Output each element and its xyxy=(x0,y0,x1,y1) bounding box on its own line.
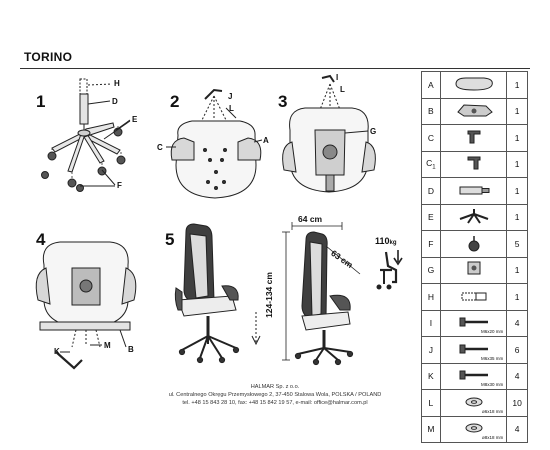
bolt-icon: M6x35 mm xyxy=(439,336,508,364)
part-code: H xyxy=(421,283,441,311)
gas-cover-icon xyxy=(439,283,508,311)
part-quantity: 4 xyxy=(506,415,528,443)
part-size-caption: M8x30 mm xyxy=(480,382,504,387)
width-dimension: 64 cm xyxy=(298,214,323,224)
title-divider xyxy=(20,68,530,69)
part-code: B xyxy=(421,97,441,125)
gas-lift-icon xyxy=(439,177,508,205)
step-1-drawing xyxy=(41,78,131,192)
callout-g: G xyxy=(370,127,377,136)
footer-contact: tel. +48 15 843 28 10, fax: +48 15 842 1… xyxy=(182,400,368,406)
part-code: E xyxy=(421,203,441,231)
washer-icon: ø8x18 mm xyxy=(439,415,508,443)
bolt-icon: M6x20 mm xyxy=(439,309,508,337)
part-size-caption: M6x20 mm xyxy=(480,329,504,334)
callout-b: B xyxy=(128,345,134,354)
callout-l-step3: L xyxy=(340,85,345,94)
callout-c: C xyxy=(157,143,163,152)
part-code: M xyxy=(421,415,441,443)
load-value: 110 xyxy=(375,236,390,246)
step-number-4: 4 xyxy=(36,230,46,249)
bolt-icon: M8x30 mm xyxy=(439,362,508,390)
step-number-2: 2 xyxy=(170,92,180,111)
load-pictogram xyxy=(376,250,403,290)
callout-j: J xyxy=(228,92,233,101)
step-4-drawing xyxy=(35,241,137,370)
part-code: C xyxy=(421,124,441,152)
part-quantity: 1 xyxy=(506,283,528,311)
step-number-1: 1 xyxy=(36,92,46,111)
part-size-caption: ø8x18 mm xyxy=(481,435,504,440)
callout-l-step2: L xyxy=(229,104,234,113)
mechanism-icon xyxy=(439,97,508,125)
star-base-icon xyxy=(439,203,508,231)
callout-m: M xyxy=(104,341,111,350)
part-code: D xyxy=(421,177,441,205)
load-capacity: 110kg xyxy=(375,236,397,246)
callout-f: F xyxy=(117,181,122,190)
part-quantity: 1 xyxy=(506,124,528,152)
step-number-5: 5 xyxy=(165,230,175,249)
callout-k: K xyxy=(54,347,60,356)
caster-icon xyxy=(439,230,508,258)
part-quantity: 5 xyxy=(506,230,528,258)
part-quantity: 1 xyxy=(506,71,528,99)
part-code: I xyxy=(421,309,441,337)
part-quantity: 4 xyxy=(506,362,528,390)
part-quantity: 1 xyxy=(506,203,528,231)
footer-address: ul. Centralnego Okręgu Przemysłowego 2, … xyxy=(168,392,382,398)
part-code: F xyxy=(421,230,441,258)
callout-a: A xyxy=(263,136,269,145)
part-quantity: 4 xyxy=(506,309,528,337)
part-quantity: 1 xyxy=(506,97,528,125)
callout-e: E xyxy=(132,115,138,124)
part-quantity: 1 xyxy=(506,256,528,284)
parts-row: C1 1 xyxy=(421,150,528,178)
part-quantity: 1 xyxy=(506,150,528,178)
part-quantity: 1 xyxy=(506,177,528,205)
seat-icon xyxy=(439,71,508,99)
height-dimension: 124-134 cm xyxy=(263,272,274,318)
part-quantity: 6 xyxy=(506,336,528,364)
step-number-3: 3 xyxy=(278,92,288,111)
step-3-drawing xyxy=(282,74,376,193)
part-code: C1 xyxy=(421,150,441,178)
part-code: G xyxy=(421,256,441,284)
backrest-icon xyxy=(439,256,508,284)
part-size-caption: ø6x18 mm xyxy=(481,408,504,414)
part-size-caption: M6x35 mm xyxy=(480,355,504,361)
step-5-drawing xyxy=(174,222,403,366)
callout-i: I xyxy=(336,73,339,82)
callout-h: H xyxy=(114,79,120,88)
footer-company: HALMAR Sp. z o.o. xyxy=(250,384,300,390)
part-code: A xyxy=(421,71,441,99)
part-code: J xyxy=(421,336,441,364)
armrest-left-icon xyxy=(439,124,508,152)
step-2-drawing xyxy=(166,88,263,199)
load-unit: kg xyxy=(389,240,397,246)
callout-d: D xyxy=(112,97,118,106)
armrest-right-icon xyxy=(439,150,508,178)
product-title: TORINO xyxy=(24,50,73,64)
